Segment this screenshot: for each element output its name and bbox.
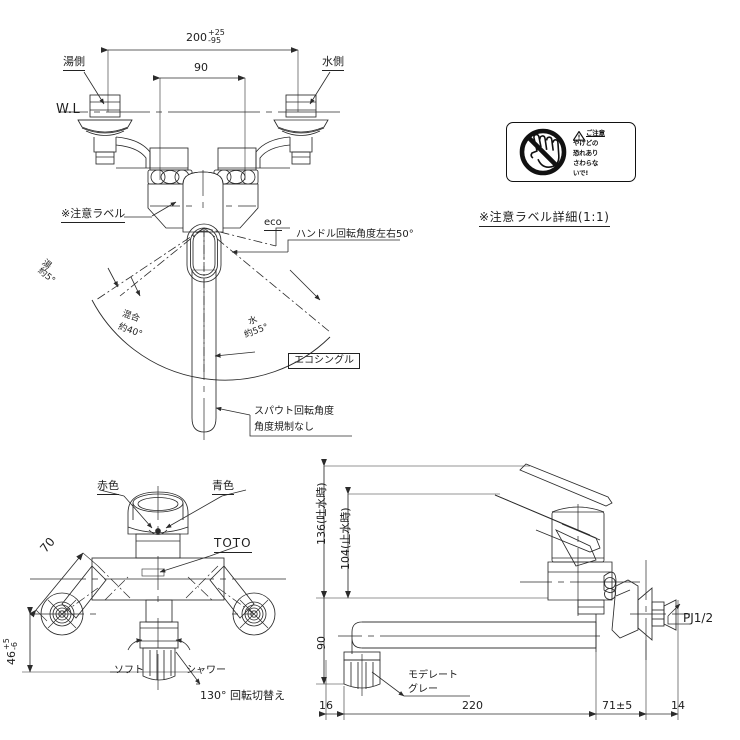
label-moderate-gray-2: グレー <box>408 684 438 695</box>
dim-14: 14 <box>671 699 685 712</box>
caution-text-line-1: ご注意 <box>586 129 605 137</box>
caution-text-line-4: さわらな <box>573 159 599 167</box>
label-eco: eco <box>264 217 282 231</box>
label-soft-spray: ソフト <box>114 665 144 676</box>
label-cold-side: 水側 <box>322 55 344 71</box>
dim-16: 16 <box>319 699 333 712</box>
label-spout-rotation-2: 角度規制なし <box>254 422 314 433</box>
dim-71: 71±5 <box>602 699 633 712</box>
label-water-line: W.L <box>56 102 81 117</box>
caution-text-line-5: いで! <box>573 169 589 177</box>
label-thread-pj12: PJ1/2 <box>683 611 714 625</box>
label-moderate-gray-1: モデレート <box>408 670 458 681</box>
caution-label-detail: ご注意 やけどの 恐れあり さわらな いで! <box>506 122 636 182</box>
label-shower-spray: シャワー <box>186 665 226 676</box>
label-rotation-switch: 130° 回転切替え <box>200 689 285 702</box>
caution-text-line-3: 恐れあり <box>573 149 599 157</box>
caution-text-line-2: やけどの <box>573 139 599 147</box>
caution-detail-caption: ※注意ラベル詳細(1:1) <box>479 210 610 227</box>
label-caution-callout: ※注意ラベル <box>61 207 126 223</box>
dim-220: 220 <box>462 699 483 712</box>
badge-eco-single: エコシングル <box>288 353 360 369</box>
label-spout-rotation-1: スパウト回転角度 <box>254 406 334 417</box>
label-brand-toto: TOTO <box>214 536 252 553</box>
label-handle-rotation: ハンドル回転角度左右50° <box>296 229 414 240</box>
warning-triangle-icon <box>573 131 586 141</box>
dim-overall-200: 200+25-95 <box>186 28 225 45</box>
no-touch-hand-icon <box>519 128 567 176</box>
label-blue-indicator: 青色 <box>212 479 234 495</box>
dim-104: 104(止水時) <box>339 507 352 570</box>
label-hot-side: 湯側 <box>63 55 85 71</box>
label-red-indicator: 赤色 <box>97 479 119 495</box>
dim-90: 90 <box>315 636 328 650</box>
dim-136: 136(吐水時) <box>315 482 328 545</box>
dim-center-90: 90 <box>194 61 208 74</box>
